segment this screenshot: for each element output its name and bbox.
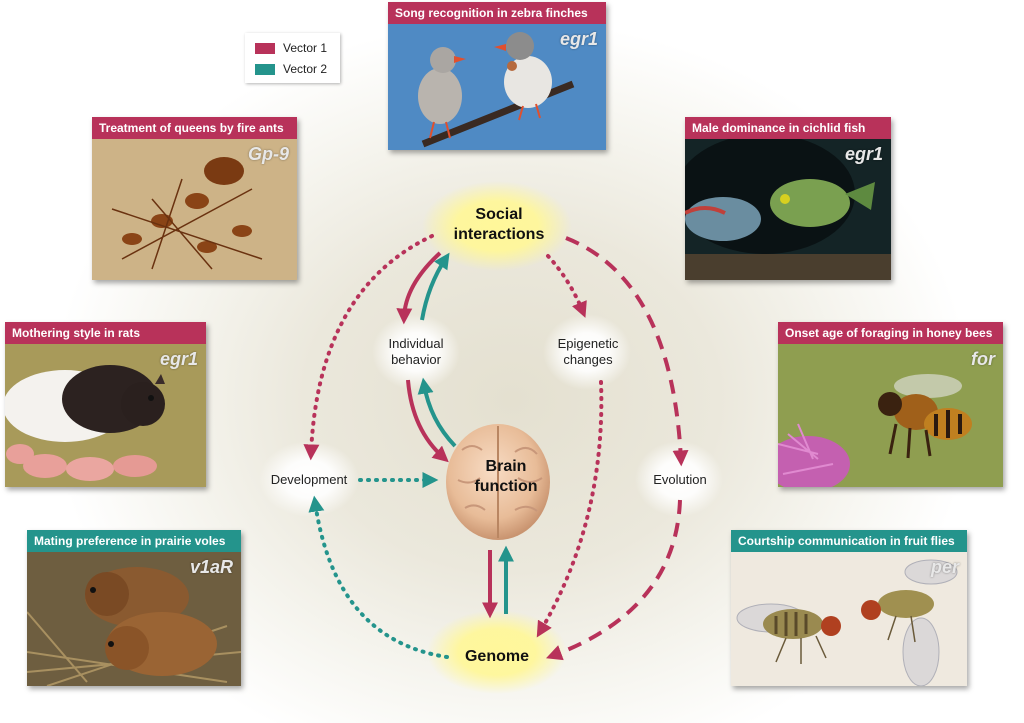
genome-glow — [427, 610, 567, 694]
photo-rats: Mothering style in rats egr1 — [5, 322, 206, 487]
fruit-fly-icon — [731, 552, 967, 686]
epigenetic-glow — [543, 314, 631, 390]
gene-label: Gp-9 — [247, 144, 289, 164]
node-individual-line2: behavior — [391, 352, 442, 367]
arrow-individual-to-brain — [406, 379, 449, 463]
legend-label: Vector 1 — [283, 41, 328, 55]
individual-glow — [372, 314, 460, 390]
gene-label: per — [930, 557, 959, 577]
arrow-social-to-development — [303, 234, 434, 461]
photo-prairie-voles: Mating preference in prairie voles v1aR — [27, 530, 241, 686]
gene-label: v1aR — [189, 557, 233, 577]
node-genome: Genome — [465, 648, 529, 665]
evolution-glow — [635, 441, 723, 517]
photo-caption: Onset age of foraging in honey bees — [778, 322, 1003, 344]
photo-honey-bees: Onset age of foraging in honey bees for — [778, 322, 1003, 487]
arrow-social-to-individual — [396, 251, 442, 325]
photo-caption: Mating preference in prairie voles — [27, 530, 241, 552]
arrow-social-to-epigenetic — [546, 254, 587, 318]
legend-item-vector2: Vector 2 — [255, 62, 327, 76]
legend-swatch — [255, 64, 275, 76]
node-brain-line1: Brain — [486, 458, 527, 475]
social-glow — [422, 181, 572, 271]
node-evolution: Evolution — [653, 472, 706, 487]
gene-label: egr1 — [559, 29, 598, 49]
rat-icon — [5, 344, 206, 487]
node-epigenetic-line1: Epigenetic — [558, 336, 619, 351]
node-social-line2: interactions — [454, 226, 545, 243]
arrow-evolution-to-genome — [546, 499, 682, 661]
arrow-social-to-evolution — [565, 236, 689, 467]
node-social-line1: Social — [475, 206, 522, 223]
arrow-brain-to-individual — [417, 377, 457, 448]
prairie-vole-icon — [27, 552, 241, 686]
photo-zebra-finches: Song recognition in zebra finches egr1 — [388, 2, 606, 150]
photo-caption: Treatment of queens by fire ants — [92, 117, 297, 139]
honey-bee-icon — [778, 344, 1003, 487]
photo-caption: Male dominance in cichlid fish — [685, 117, 891, 139]
gene-label: for — [971, 349, 995, 369]
gene-label: egr1 — [844, 144, 883, 164]
legend-item-vector1: Vector 1 — [255, 41, 327, 55]
brain-icon — [446, 424, 550, 540]
legend-swatch — [255, 43, 275, 55]
legend: Vector 1 Vector 2 — [245, 33, 340, 83]
legend-label: Vector 2 — [283, 62, 328, 76]
node-epigenetic-line2: changes — [563, 352, 613, 367]
zebra-finch-icon — [388, 24, 606, 150]
arrow-epigenetic-to-genome — [536, 380, 604, 638]
cichlid-fish-icon — [685, 139, 891, 280]
photo-cichlid-fish: Male dominance in cichlid fish egr1 — [685, 117, 891, 280]
arrow-individual-to-social — [420, 252, 450, 321]
photo-fruit-flies: Courtship communication in fruit flies p… — [731, 530, 967, 686]
development-glow — [259, 441, 359, 517]
photo-fire-ants: Treatment of queens by fire ants Gp-9 — [92, 117, 297, 280]
photo-caption: Mothering style in rats — [5, 322, 206, 344]
photo-caption: Courtship communication in fruit flies — [731, 530, 967, 552]
arrow-genome-to-development — [308, 495, 449, 659]
node-brain-line2: function — [474, 478, 537, 495]
node-individual-line1: Individual — [389, 336, 444, 351]
gene-label: egr1 — [159, 349, 198, 369]
node-development: Development — [271, 472, 348, 487]
fire-ant-icon — [92, 139, 297, 280]
photo-caption: Song recognition in zebra finches — [388, 2, 606, 24]
